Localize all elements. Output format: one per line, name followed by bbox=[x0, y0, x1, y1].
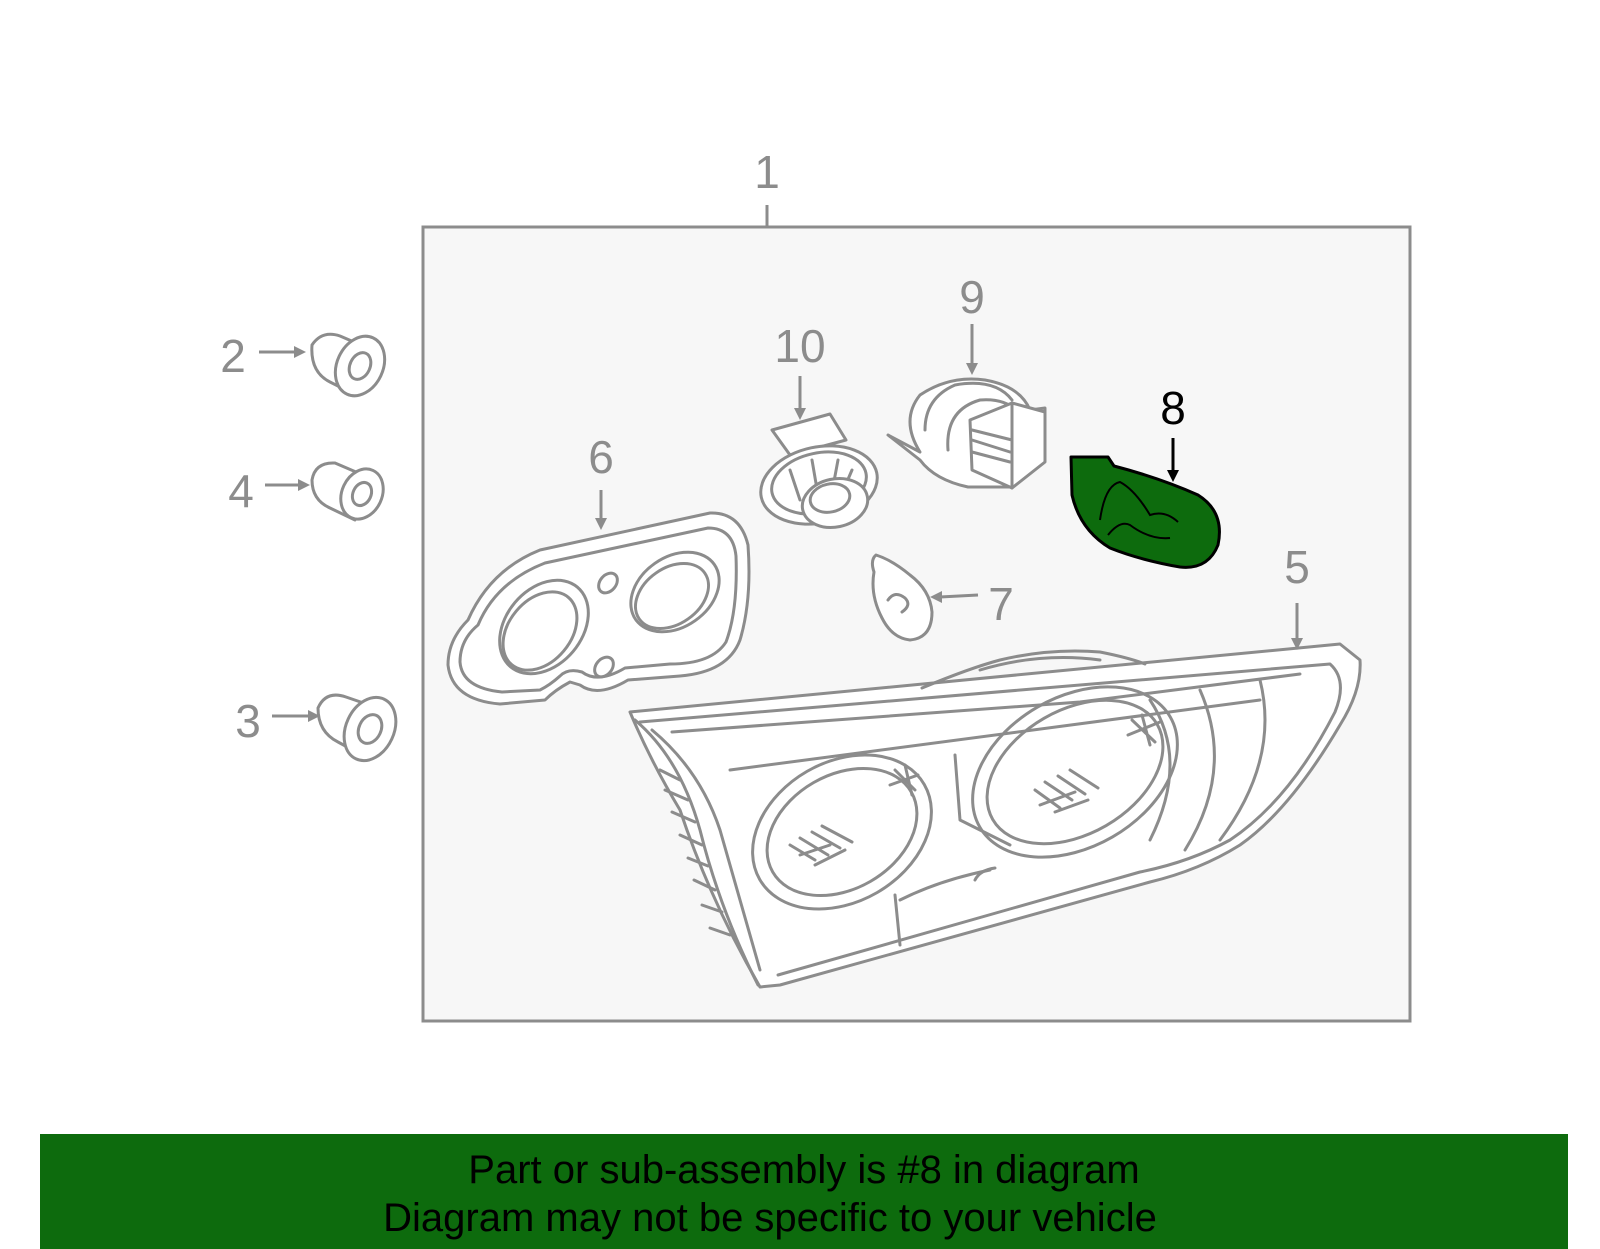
callout-5: 5 bbox=[1284, 541, 1310, 593]
part-5-lamp[interactable] bbox=[628, 642, 1362, 989]
callout-8: 8 bbox=[1160, 382, 1186, 434]
callout-2: 2 bbox=[220, 330, 246, 382]
part-3-bolt[interactable] bbox=[316, 689, 406, 769]
callout-4: 4 bbox=[228, 465, 254, 517]
footer-part-note: Part or sub-assembly is #8 in diagram bbox=[468, 1148, 1140, 1192]
part-8-bulb[interactable] bbox=[1069, 455, 1221, 569]
part-6-gasket[interactable] bbox=[446, 511, 751, 706]
footer-disclaimer: Diagram may not be specific to your vehi… bbox=[383, 1196, 1157, 1240]
callout-1: 1 bbox=[754, 146, 780, 198]
callout-7: 7 bbox=[988, 578, 1014, 630]
callout-6: 6 bbox=[588, 431, 614, 483]
callout-10: 10 bbox=[774, 320, 825, 372]
part-9-socket[interactable] bbox=[886, 377, 1047, 490]
footer-banner: Part or sub-assembly is #8 in diagram Di… bbox=[40, 1134, 1568, 1249]
part-10-socket[interactable] bbox=[753, 412, 884, 534]
callout-3: 3 bbox=[235, 695, 261, 747]
part-7-bulb[interactable] bbox=[870, 553, 934, 642]
part-4-nut[interactable] bbox=[310, 461, 391, 526]
callout-9: 9 bbox=[959, 271, 985, 323]
part-2-bolt[interactable] bbox=[310, 328, 394, 404]
